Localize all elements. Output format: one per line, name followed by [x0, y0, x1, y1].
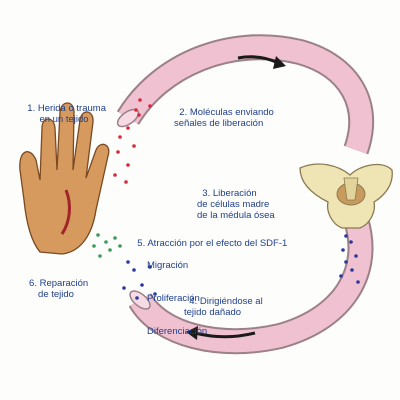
blue-dot [153, 292, 157, 296]
blue-dot [148, 265, 152, 269]
blue-dot [349, 240, 353, 244]
red-dot [148, 104, 152, 108]
step-3-number: 3. [202, 188, 211, 199]
step-2-number: 2. [179, 107, 188, 118]
blue-dot [341, 248, 345, 252]
step-5-label: 5. Atracción por el efecto del SDF-1 [132, 227, 287, 249]
step-3-label: 3. Liberación de células madre de la méd… [197, 177, 275, 221]
red-dot [138, 98, 142, 102]
red-dot [134, 108, 138, 112]
red-dot [116, 150, 120, 154]
blue-dots-stem-cells [122, 234, 360, 300]
green-dot [108, 248, 112, 252]
step-1-number: 1. [27, 103, 36, 114]
arrow-bottom-head [186, 326, 198, 340]
ring-fill-top [118, 36, 373, 154]
blue-dot [135, 296, 139, 300]
step-4-number: 4. [189, 296, 198, 307]
circulation-ring [116, 34, 375, 355]
blue-dot [122, 286, 126, 290]
green-dot [104, 240, 108, 244]
hand-icon [19, 102, 110, 255]
effect-differentiation: Diferenciación [147, 326, 208, 337]
pelvis-icon [299, 163, 393, 229]
red-dot [113, 173, 117, 177]
ring-fill-bottom [130, 216, 372, 353]
red-dot [132, 144, 136, 148]
green-dots-repair [92, 233, 122, 258]
arrow-top-head [273, 56, 286, 69]
blue-dot [344, 234, 348, 238]
red-dot [124, 180, 128, 184]
blue-dot [356, 280, 360, 284]
effect-proliferation: Proliferación [147, 293, 200, 304]
step-2-label: 2. Moléculas enviando señales de liberac… [174, 96, 274, 129]
hand-wound [60, 189, 71, 235]
red-dots-signals [113, 98, 152, 184]
ring-end-bottom [129, 290, 151, 310]
red-dot [137, 113, 141, 117]
blue-dot [140, 283, 144, 287]
step-5-number: 5. [137, 238, 146, 249]
blue-dot [344, 260, 348, 264]
step-6-number: 6. [29, 278, 37, 289]
red-dot [126, 163, 130, 167]
hand-palm [19, 102, 110, 255]
step-5-effects: Migración Proliferación Diferenciación [147, 238, 207, 348]
red-dot [126, 126, 130, 130]
clockwise-arrow-icon [186, 55, 286, 340]
green-dot [118, 244, 122, 248]
step-5-text: Atracción por el efecto del SDF-1 [147, 238, 288, 249]
step-2-text: Moléculas enviando señales de liberación [174, 107, 274, 129]
green-dot [96, 233, 100, 237]
blue-dot [339, 274, 343, 278]
step-3-text: Liberación de células madre de la médula… [197, 188, 275, 221]
blue-dot [354, 254, 358, 258]
effect-migration: Migración [147, 260, 189, 271]
blue-dot [132, 268, 136, 272]
step-4-label: 4. Dirigiéndose al tejido dañado [184, 285, 263, 318]
step-1-text: Herida o trauma en un tejido [37, 103, 106, 125]
ring-end-top [116, 108, 140, 128]
blue-dot [350, 268, 354, 272]
step-6-label: 6. Reparación de tejido [6, 267, 106, 300]
blue-dot [126, 260, 130, 264]
step-4-text: Dirigiéndose al tejido dañado [184, 296, 263, 318]
red-dot [118, 135, 122, 139]
green-dot [113, 236, 117, 240]
step-6-text: Reparación de tejido [38, 278, 89, 300]
arrow-bottom [194, 331, 256, 339]
step-1-label: 1. Herida o trauma en un tejido [14, 92, 114, 125]
green-dot [98, 254, 102, 258]
green-dot [92, 244, 96, 248]
pelvis-sacrum [343, 177, 359, 201]
